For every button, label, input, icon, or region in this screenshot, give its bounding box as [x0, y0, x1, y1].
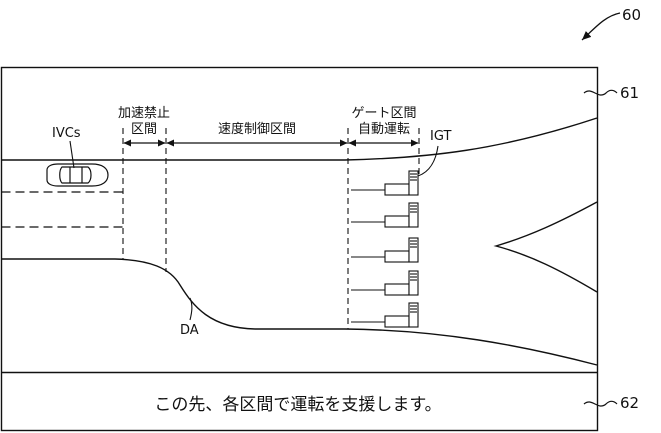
assist-message: この先、各区間で運転を支援します。	[154, 395, 441, 415]
ref-60: 60	[622, 6, 641, 24]
display-frame	[0, 66, 599, 432]
ref-62: 62	[620, 394, 639, 412]
car-icon	[46, 163, 109, 187]
gate-zone-label-2: 自動運転	[358, 122, 410, 137]
ref-61-leader	[583, 89, 618, 96]
gate-island	[493, 201, 598, 293]
gate-leader	[417, 145, 439, 177]
gate-lane-2	[351, 202, 419, 228]
area-leader	[189, 297, 193, 321]
gate-zone-label-1: ゲート区間	[351, 106, 416, 121]
accel-zone-label-2: 区間	[131, 122, 157, 137]
gate-lane-5	[351, 302, 419, 328]
road-top-edge	[1, 117, 598, 161]
ref-62-leader	[583, 400, 618, 407]
speed-zone-label: 速度制御区間	[218, 121, 296, 137]
gate-lane-4	[351, 270, 419, 296]
road-bottom-edge	[1, 258, 598, 366]
vehicle-label: IVCs	[52, 126, 81, 141]
accel-zone-label-1: 加速禁止	[118, 106, 170, 121]
ref-61: 61	[620, 84, 639, 102]
area-label: DA	[180, 323, 199, 338]
gate-label: IGT	[430, 129, 451, 144]
gate-lanes	[351, 170, 419, 328]
gate-lane-3	[351, 237, 419, 263]
gate-lane-1	[351, 170, 419, 196]
ref-60-arrow	[581, 12, 621, 41]
